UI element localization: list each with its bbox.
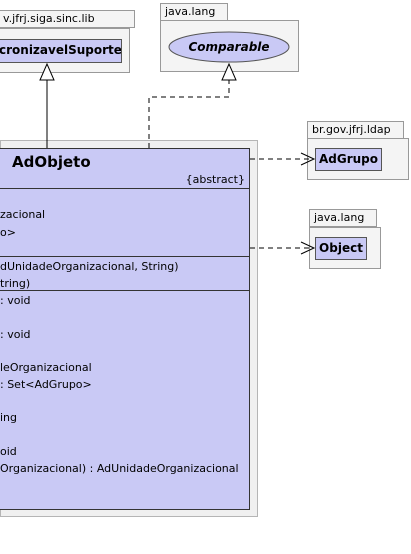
generalization-arrowhead <box>39 62 55 81</box>
class-sincronizavel-suporte[interactable]: cronizavelSuporte <box>0 39 122 63</box>
constructor-row: tring) <box>0 277 31 290</box>
class-adobjeto-name: AdObjeto <box>12 153 91 171</box>
method-row: ing <box>0 411 18 424</box>
package-tab-ldap: br.gov.jfrj.ldap <box>307 121 404 139</box>
attribute-row: zacional <box>0 208 46 221</box>
method-row: leOrganizacional <box>0 361 92 374</box>
method-row: Organizacional) : AdUnidadeOrganizaciona… <box>0 462 239 475</box>
attribute-row: o> <box>0 226 16 239</box>
method-row: : Set<AdGrupo> <box>0 378 92 391</box>
method-row: : void <box>0 328 31 341</box>
class-object[interactable]: Object <box>315 237 367 260</box>
class-adgrupo[interactable]: AdGrupo <box>315 148 382 171</box>
method-row: : void <box>0 294 31 307</box>
package-tab-siga: v.jfrj.siga.sinc.lib <box>0 10 135 28</box>
method-row: oid <box>0 445 17 458</box>
separator-name <box>0 188 249 189</box>
package-tab-java-lang-obj: java.lang <box>309 209 377 227</box>
class-adobjeto-stereotype: {abstract} <box>185 173 245 186</box>
dependency-adgrupo-arrowhead <box>300 152 316 166</box>
constructor-row: dUnidadeOrganizacional, String) <box>0 260 179 273</box>
separator-attributes <box>0 256 249 257</box>
dependency-object-arrowhead <box>300 241 316 255</box>
separator-constructors <box>0 290 249 291</box>
interface-comparable-ellipse[interactable] <box>168 31 290 63</box>
interface-comparable-name: Comparable <box>188 40 269 54</box>
realization-line <box>148 80 230 148</box>
realization-arrowhead <box>221 62 237 81</box>
class-adobjeto[interactable]: AdObjeto {abstract} zacional o> dUnidade… <box>0 148 250 510</box>
